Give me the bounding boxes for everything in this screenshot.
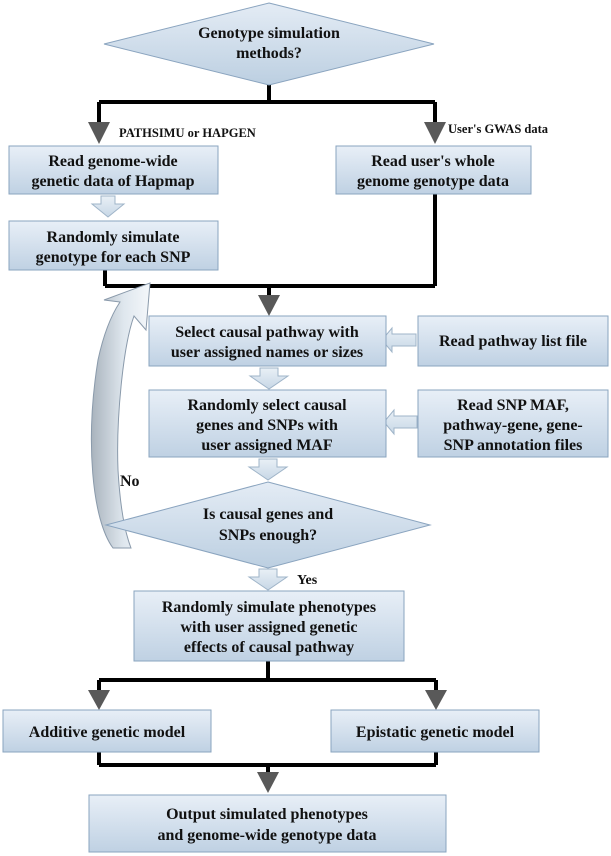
branch-label-left: PATHSIMU or HAPGEN	[119, 126, 256, 140]
decision-enough-line1: Is causal genes and	[203, 506, 333, 523]
box-read-snp-maf-line2: pathway-gene, gene-	[443, 417, 583, 434]
arrow-to-additive	[88, 690, 110, 710]
box-simulate-genotype-line2: genotype for each SNP	[36, 249, 191, 266]
box-select-genes-line2: genes and SNPs with	[196, 417, 338, 434]
box-read-snp-maf-line1: Read SNP MAF,	[457, 397, 569, 414]
box-select-pathway-text: Select causal pathway with user assigned…	[171, 324, 363, 361]
arrow-to-output	[257, 772, 279, 793]
box-select-genes-line1: Randomly select causal	[187, 397, 347, 414]
box-simulate-phenotypes-text: Randomly simulate phenotypes with user a…	[162, 599, 376, 656]
box-read-user-data	[335, 145, 532, 195]
arrow-to-user-data	[424, 122, 446, 144]
box-simulate-phenotypes-line3: effects of causal pathway	[184, 639, 354, 656]
box-select-genes	[148, 389, 387, 458]
hollow-arrow-left-1	[381, 326, 417, 354]
box-simulate-genotype-line1: Randomly simulate	[47, 229, 180, 246]
hollow-arrow-down-2	[248, 367, 290, 390]
decision-enough	[104, 481, 432, 569]
box-read-snp-maf-line3: SNP annotation files	[444, 437, 583, 454]
box-additive	[2, 709, 212, 753]
box-select-genes-line3: user assigned MAF	[201, 437, 332, 454]
box-read-snp-maf	[417, 389, 609, 458]
box-read-user-data-line1: Read user's whole	[371, 153, 495, 170]
box-select-pathway-line2: user assigned names or sizes	[171, 344, 363, 361]
box-output	[88, 794, 447, 853]
branch-label-no: No	[120, 473, 140, 490]
box-read-pathway-file-text: Read pathway list file	[439, 333, 587, 350]
connector-lines	[97, 84, 438, 772]
box-output-line2: and genome-wide genotype data	[157, 827, 376, 844]
box-output-line1: Output simulated phenotypes	[166, 806, 368, 823]
branch-label-right: User's GWAS data	[448, 122, 549, 136]
box-simulate-phenotypes-line1: Randomly simulate phenotypes	[162, 599, 376, 616]
box-read-user-data-line2: genome genotype data	[357, 173, 509, 190]
arrow-to-hapmap	[88, 122, 110, 144]
box-additive-text: Additive genetic model	[29, 724, 186, 741]
box-read-pathway-file	[417, 315, 609, 367]
hollow-arrow-down-yes	[247, 568, 289, 591]
hollow-arrow-left-2	[383, 408, 418, 436]
box-read-hapmap-text: Read genome-wide genetic data of Hapmap	[31, 153, 194, 190]
decision-genotype-method	[103, 2, 435, 86]
hollow-arrow-down-1	[90, 195, 126, 218]
decision-genotype-method-line2: methods?	[236, 45, 302, 62]
box-epistatic-text: Epistatic genetic model	[356, 724, 515, 741]
box-read-hapmap	[8, 145, 219, 195]
arrow-to-epistatic	[425, 690, 447, 710]
arrow-to-select-pathway	[258, 295, 280, 316]
box-read-snp-maf-text: Read SNP MAF, pathway-gene, gene- SNP an…	[443, 397, 583, 454]
box-simulate-phenotypes-line2: with user assigned genetic	[180, 619, 357, 636]
box-read-hapmap-line2: genetic data of Hapmap	[31, 173, 194, 190]
arrow-heads	[88, 122, 447, 793]
box-read-user-data-text: Read user's whole genome genotype data	[357, 153, 509, 190]
box-epistatic	[330, 709, 540, 753]
hollow-arrow-down-3	[247, 458, 289, 481]
box-output-text: Output simulated phenotypes and genome-w…	[157, 806, 376, 844]
branch-label-yes: Yes	[297, 573, 318, 588]
decision-enough-text: Is causal genes and SNPs enough?	[203, 506, 333, 544]
no-loop-arrow	[90, 282, 151, 549]
box-select-genes-text: Randomly select causal genes and SNPs wi…	[187, 397, 347, 454]
box-read-hapmap-line1: Read genome-wide	[48, 153, 177, 170]
decision-genotype-method-line1: Genotype simulation	[198, 25, 340, 42]
decision-enough-line2: SNPs enough?	[219, 527, 317, 544]
box-simulate-genotype-text: Randomly simulate genotype for each SNP	[36, 229, 191, 266]
hollow-arrows	[90, 195, 418, 591]
box-simulate-phenotypes	[133, 590, 405, 662]
box-simulate-genotype	[8, 220, 219, 271]
box-select-pathway	[148, 315, 387, 367]
decision-genotype-method-text: Genotype simulation methods?	[198, 25, 340, 62]
box-select-pathway-line1: Select causal pathway with	[175, 324, 359, 341]
